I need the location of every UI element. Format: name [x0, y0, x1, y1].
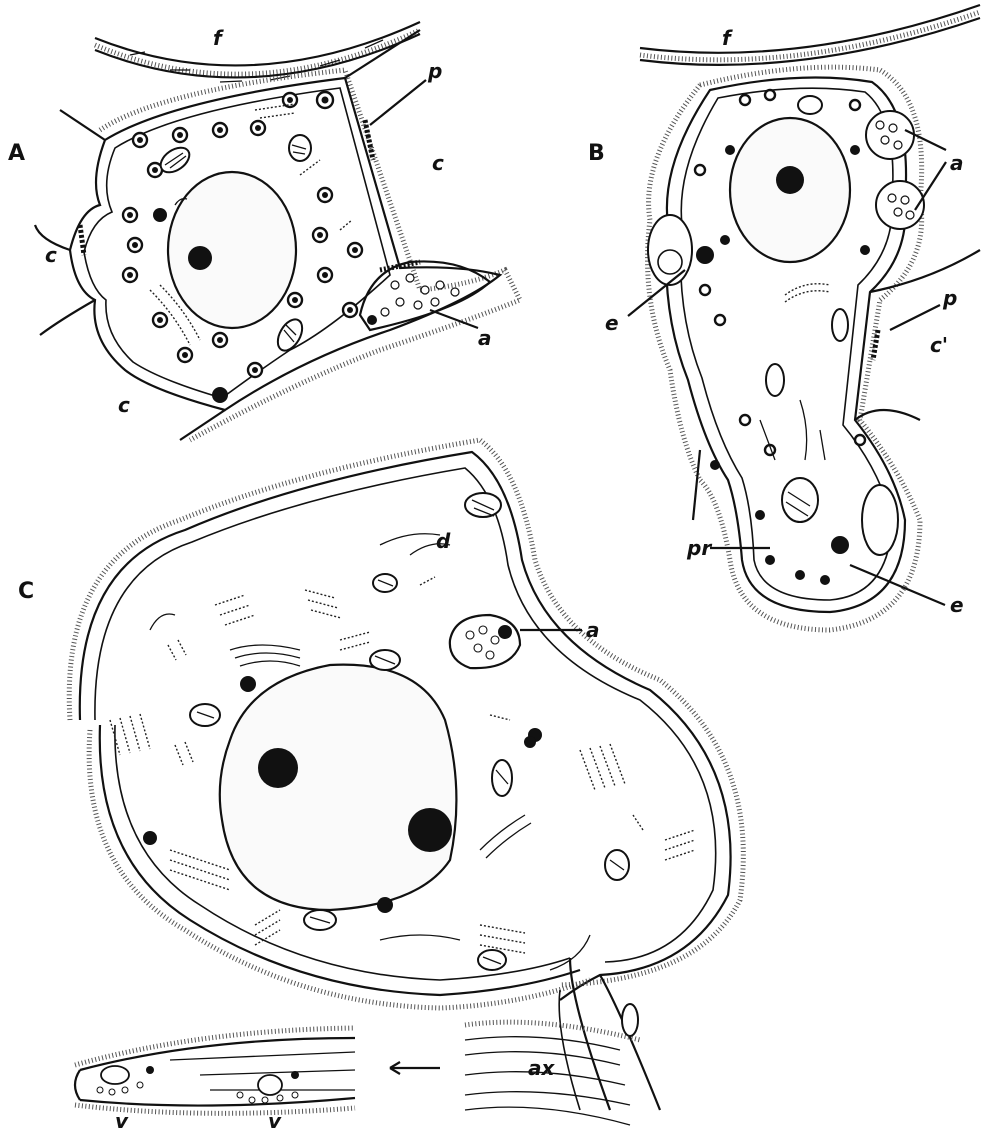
label-b-c-prime: c' [930, 333, 948, 357]
panel-c [69, 440, 743, 1125]
label-b-pr: pr [686, 536, 712, 560]
label-b-e2: e [950, 593, 964, 617]
label-b-a: a [950, 151, 964, 175]
panel-c-label: C [18, 579, 34, 604]
label-a-p: p [427, 59, 442, 83]
panel-b-label: B [588, 141, 605, 166]
label-c-d: d [436, 529, 451, 553]
label-b-p: p [942, 286, 957, 310]
leader-lines [370, 80, 946, 630]
label-c-v2: v [268, 1109, 282, 1130]
label-c-v1: v [115, 1109, 129, 1130]
label-b-f: f [722, 26, 733, 50]
label-a-f: f [213, 26, 224, 50]
label-c-a: a [586, 618, 600, 642]
label-a-a: a [478, 326, 492, 350]
label-a-c1: c [432, 151, 444, 175]
panel-a [35, 22, 520, 440]
panel-a-label: A [8, 141, 25, 166]
label-b-e1: e [605, 311, 619, 335]
label-a-c3: c [118, 393, 130, 417]
label-c-ax: ax [528, 1056, 555, 1080]
label-a-c2: c [45, 243, 57, 267]
